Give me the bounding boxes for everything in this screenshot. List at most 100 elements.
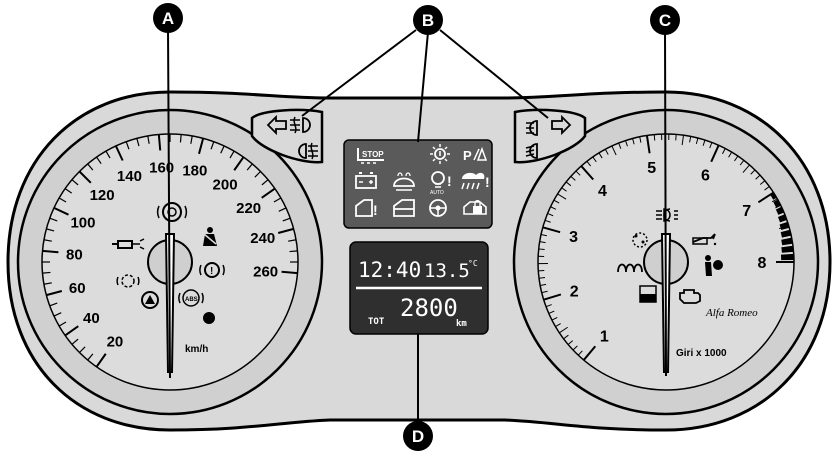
speedometer-tick bbox=[46, 228, 55, 232]
tachometer-tick bbox=[572, 345, 578, 351]
brake-system-icon: ! bbox=[199, 262, 225, 278]
speedometer-tick bbox=[95, 353, 107, 368]
tachometer-tick bbox=[604, 149, 609, 155]
speedometer-tick bbox=[49, 217, 58, 222]
abs-warning-icon: ABS bbox=[178, 289, 204, 307]
rear-fog-light-icon bbox=[298, 142, 318, 160]
svg-text:!: ! bbox=[373, 202, 378, 218]
tachometer-tick bbox=[567, 340, 574, 345]
start-stop-icon: STOP bbox=[357, 148, 384, 164]
outside-temperature-readout: 13.5 bbox=[424, 260, 470, 282]
tachometer-scale-ticks bbox=[538, 134, 794, 361]
speedometer-tick-label: 260 bbox=[253, 263, 278, 280]
red-zone-segment bbox=[777, 214, 787, 223]
brake-pad-wear-icon bbox=[156, 202, 188, 222]
sun-sensor-icon bbox=[430, 144, 450, 164]
engine-check-icon bbox=[679, 289, 701, 304]
odometer-unit: km bbox=[456, 319, 467, 329]
front-fog-light-icon bbox=[290, 116, 311, 134]
tachometer-tick bbox=[592, 156, 597, 163]
tachometer-tick bbox=[539, 241, 546, 244]
speedometer-tick bbox=[278, 207, 287, 212]
speedometer-tick bbox=[157, 134, 162, 151]
sidelights-icon bbox=[116, 274, 140, 288]
svg-text:C: C bbox=[659, 11, 671, 30]
speedometer-tick bbox=[87, 353, 94, 361]
speedometer-tick bbox=[87, 163, 94, 171]
speedometer-tick bbox=[229, 150, 235, 159]
tachometer-tick-label: 2 bbox=[570, 283, 579, 300]
tachometer-tick bbox=[695, 137, 699, 144]
tachometer-tick bbox=[540, 283, 547, 286]
speedometer-tick bbox=[71, 179, 79, 186]
speedometer-tick bbox=[96, 156, 102, 165]
red-zone-segment bbox=[773, 199, 781, 208]
tachometer-tick bbox=[538, 276, 546, 279]
tachometer-tick bbox=[541, 290, 548, 294]
tachometer-tick bbox=[545, 304, 552, 308]
power-steering-icon bbox=[429, 199, 447, 217]
left-turn-arrow-icon bbox=[266, 114, 287, 136]
tachometer-tick bbox=[553, 199, 560, 204]
tachometer-tick bbox=[550, 206, 557, 210]
boot-open-icon bbox=[393, 199, 415, 217]
oil-pressure-icon bbox=[692, 233, 717, 246]
speedometer-tick bbox=[58, 197, 67, 203]
speedometer-tick bbox=[46, 290, 63, 297]
tachometer-tick bbox=[702, 139, 706, 146]
tachometer-tick bbox=[710, 144, 720, 163]
speedometer-tick bbox=[233, 156, 245, 171]
tachometer-tick bbox=[547, 212, 554, 217]
speedometer-tick bbox=[105, 150, 111, 159]
speedometer-tick bbox=[43, 282, 52, 285]
speedometer-tick bbox=[210, 141, 215, 150]
red-zone-segment bbox=[780, 253, 794, 261]
tachometer-tick bbox=[542, 226, 561, 234]
callout-b: B bbox=[413, 5, 443, 35]
immobilizer-icon bbox=[463, 200, 487, 215]
warning-lights-panel: STOP P AUTO ! bbox=[343, 139, 493, 229]
speedometer-tick-label: 60 bbox=[69, 280, 86, 297]
speedometer-tick bbox=[198, 138, 205, 155]
speedometer-tick bbox=[261, 187, 276, 199]
tachometer-tick bbox=[565, 181, 572, 187]
tachometer-tick bbox=[734, 155, 739, 162]
speedometer-tick bbox=[43, 239, 52, 242]
tachometer-tick bbox=[548, 310, 555, 314]
tachometer-tick bbox=[632, 138, 635, 145]
tachometer-tick bbox=[755, 174, 761, 180]
callout-c: C bbox=[650, 5, 680, 35]
ice-warning-icon: ! bbox=[461, 172, 490, 190]
speedometer-tick bbox=[282, 217, 291, 222]
alfa-romeo-logo: Alfa Romeo bbox=[705, 307, 758, 319]
speedometer-tick bbox=[64, 188, 73, 194]
tachometer-tick bbox=[728, 151, 733, 158]
tachometer-tick bbox=[611, 145, 617, 156]
tachometer-tick bbox=[775, 204, 781, 209]
tachometer-tick bbox=[538, 248, 545, 251]
speedometer-tick bbox=[190, 135, 193, 144]
red-zone-segment bbox=[770, 192, 777, 200]
odometer-total-label: TOT bbox=[368, 317, 385, 327]
svg-text:B: B bbox=[422, 11, 434, 30]
svg-text:STOP: STOP bbox=[362, 150, 384, 159]
seatbelt-warning-icon bbox=[203, 227, 217, 246]
speedometer-tick bbox=[42, 271, 51, 274]
speedometer-tick-label: 180 bbox=[182, 162, 207, 179]
tachometer-tick bbox=[543, 293, 562, 301]
speedometer-tick bbox=[179, 134, 182, 143]
tachometer-tick bbox=[561, 187, 567, 192]
speedometer-tick bbox=[64, 325, 79, 337]
tachometer-tick bbox=[598, 152, 603, 159]
speedometer-tick-label: 120 bbox=[90, 187, 115, 204]
dipped-beam-icon bbox=[525, 143, 538, 159]
right-turn-arrow-icon bbox=[551, 114, 572, 136]
svg-text:!: ! bbox=[210, 266, 213, 277]
svg-text:P: P bbox=[463, 148, 472, 163]
speedometer-tick-label: 100 bbox=[70, 214, 95, 231]
tachometer-tick bbox=[618, 142, 622, 149]
dpf-icon bbox=[632, 232, 648, 248]
temperature-unit: °C bbox=[468, 259, 478, 268]
tachometer-tick bbox=[645, 135, 651, 154]
